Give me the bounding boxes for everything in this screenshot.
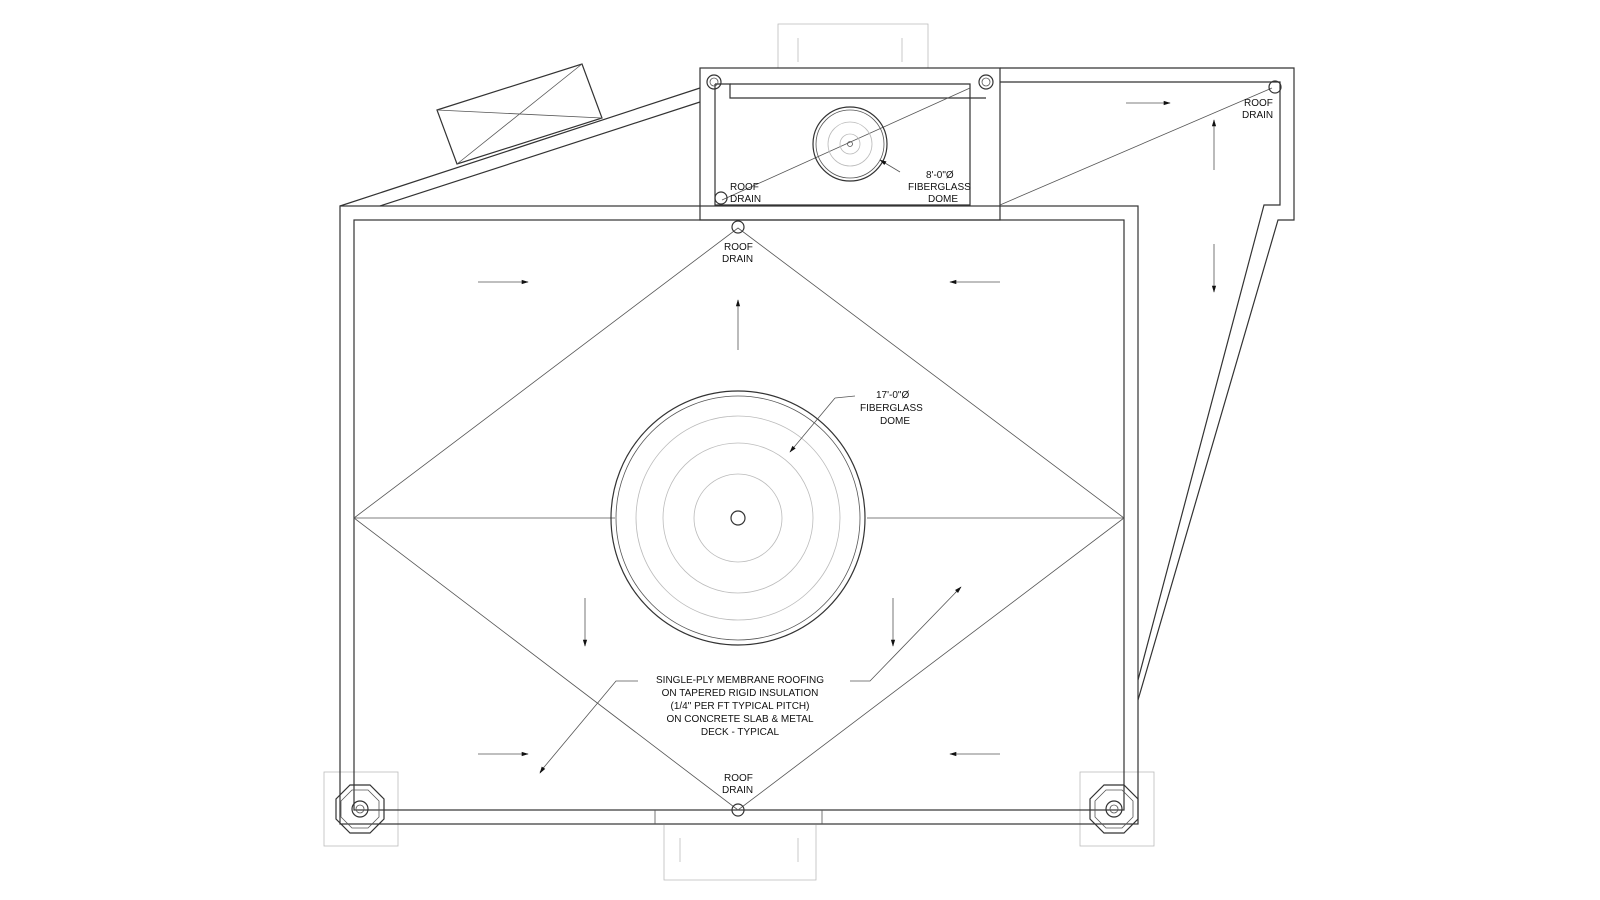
svg-text:ROOF: ROOF	[1244, 98, 1273, 109]
svg-text:DRAIN: DRAIN	[722, 254, 753, 265]
roofing-note: SINGLE-PLY MEMBRANE ROOFING ON TAPERED R…	[656, 675, 824, 738]
drain-label-top-center: ROOF DRAIN	[722, 242, 753, 265]
svg-text:ON TAPERED RIGID INSULATION: ON TAPERED RIGID INSULATION	[662, 688, 819, 699]
corner-drain-left	[335, 784, 385, 834]
small-dome-label: 8'-0"Ø FIBERGLASS DOME	[908, 170, 971, 205]
corner-drain-right	[1089, 784, 1139, 834]
svg-text:DRAIN: DRAIN	[1242, 110, 1273, 121]
svg-text:17'-0"Ø: 17'-0"Ø	[876, 390, 909, 401]
right-wing-roof	[999, 67, 1295, 701]
svg-text:ROOF: ROOF	[730, 182, 759, 193]
svg-text:DOME: DOME	[928, 194, 958, 205]
large-dome	[610, 390, 866, 646]
drain-label-top-right: ROOF DRAIN	[1242, 98, 1273, 121]
large-dome-label: 17'-0"Ø FIBERGLASS DOME	[860, 390, 923, 427]
svg-text:ROOF: ROOF	[724, 773, 753, 784]
faint-outlines	[323, 23, 1155, 881]
svg-text:8'-0"Ø: 8'-0"Ø	[926, 170, 954, 181]
svg-text:DRAIN: DRAIN	[722, 785, 753, 796]
drain-label-bottom-center: ROOF DRAIN	[722, 773, 753, 796]
upper-left-parapet	[339, 63, 701, 207]
main-roof	[335, 205, 1139, 834]
svg-text:SINGLE-PLY MEMBRANE ROOFING: SINGLE-PLY MEMBRANE ROOFING	[656, 675, 824, 686]
svg-text:(1/4" PER FT TYPICAL PITCH): (1/4" PER FT TYPICAL PITCH)	[671, 701, 810, 712]
svg-text:ROOF: ROOF	[724, 242, 753, 253]
svg-text:FIBERGLASS: FIBERGLASS	[908, 182, 971, 193]
svg-text:DECK - TYPICAL: DECK - TYPICAL	[701, 727, 780, 738]
drain-label-upper-box: ROOF DRAIN	[730, 182, 761, 205]
svg-text:DRAIN: DRAIN	[730, 194, 761, 205]
svg-text:ON CONCRETE SLAB & METAL: ON CONCRETE SLAB & METAL	[666, 714, 814, 725]
svg-text:DOME: DOME	[880, 416, 910, 427]
small-dome	[812, 106, 888, 182]
upper-center-roof	[699, 67, 1001, 221]
slope-arrows	[478, 279, 1000, 757]
svg-text:FIBERGLASS: FIBERGLASS	[860, 403, 923, 414]
